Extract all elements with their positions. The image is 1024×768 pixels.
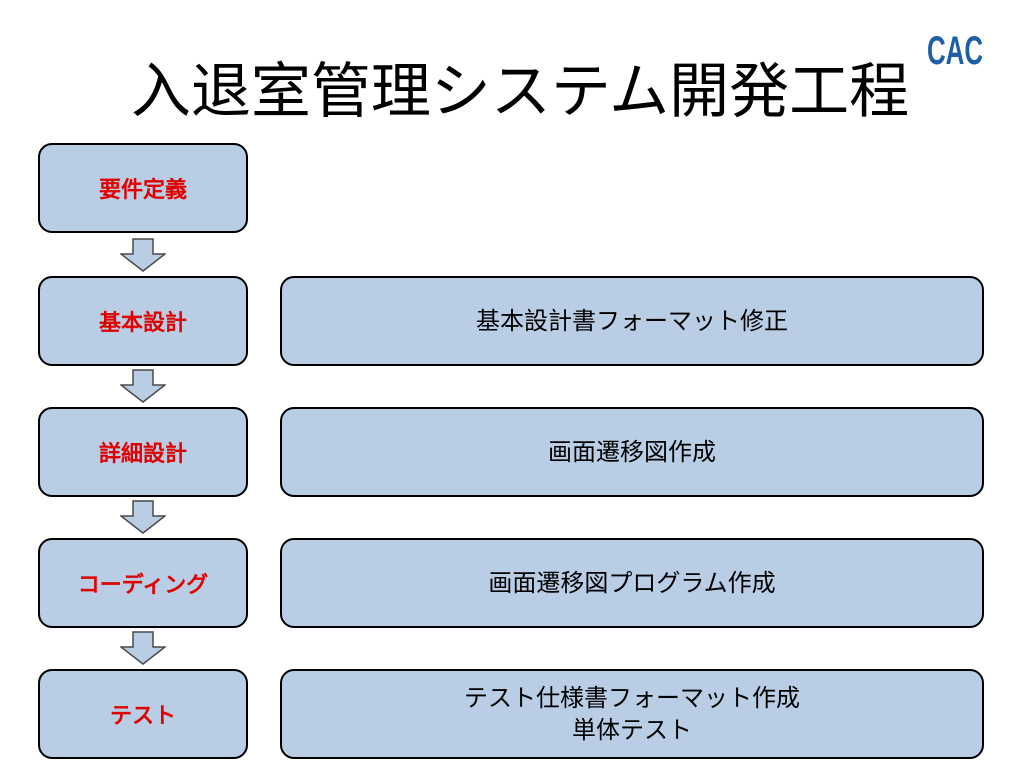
step-label: テスト <box>109 704 176 729</box>
cac-logo: CAC <box>927 29 983 68</box>
page-title: 入退室管理システム開発工程 <box>130 57 910 127</box>
task-test: テスト仕様書フォーマット作成 単体テスト <box>280 669 984 759</box>
task-detailed-design: 画面遷移図作成 <box>280 407 984 497</box>
step-requirements-definition: 要件定義 <box>38 143 248 233</box>
step-label: 詳細設計 <box>98 442 187 467</box>
down-arrow-icon <box>120 238 166 272</box>
step-label: コーディング <box>77 573 209 598</box>
svg-text:CAC: CAC <box>927 29 983 68</box>
step-detailed-design: 詳細設計 <box>38 407 248 497</box>
task-line: 単体テスト <box>572 716 692 744</box>
step-basic-design: 基本設計 <box>38 276 248 366</box>
task-line: 基本設計書フォーマット修正 <box>476 307 788 335</box>
step-test: テスト <box>38 669 248 759</box>
down-arrow-icon <box>120 631 166 665</box>
task-basic-design: 基本設計書フォーマット修正 <box>280 276 984 366</box>
task-coding: 画面遷移図プログラム作成 <box>280 538 984 628</box>
step-label: 基本設計 <box>98 311 187 336</box>
down-arrow-icon <box>120 369 166 403</box>
step-label: 要件定義 <box>98 178 187 203</box>
task-line: テスト仕様書フォーマット作成 <box>464 684 800 712</box>
task-line: 画面遷移図作成 <box>548 438 716 466</box>
down-arrow-icon <box>120 500 166 534</box>
step-coding: コーディング <box>38 538 248 628</box>
task-line: 画面遷移図プログラム作成 <box>488 569 776 597</box>
